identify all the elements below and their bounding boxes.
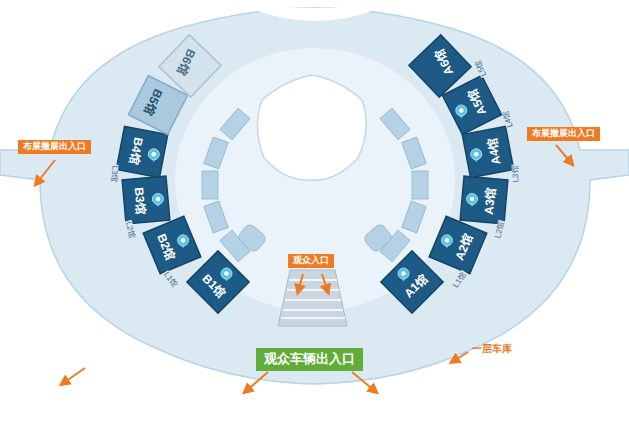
entrance-tag: 观众入口: [288, 254, 334, 268]
pin-icon: [221, 268, 232, 282]
pin-icon: [456, 105, 467, 119]
entrance-tag: 布展撤展出入口: [527, 127, 600, 141]
entrance-text: 观众入口: [293, 256, 329, 266]
hall-name: A3馆: [483, 186, 497, 214]
hall-name: B3馆: [133, 186, 147, 214]
pin-icon: [148, 149, 159, 163]
level-label: L3馆: [511, 165, 520, 184]
level-label: L3馆: [110, 165, 119, 184]
garage-label: 一层车库: [472, 342, 512, 356]
pin-icon: [398, 268, 409, 282]
entrance-tag: 布展撤展出入口: [18, 140, 91, 154]
pin-icon: [467, 193, 478, 207]
entrance-text: 观众车辆出入口: [264, 352, 355, 366]
entrance-text: 布展撤展出入口: [532, 129, 595, 139]
pin-icon: [471, 149, 482, 163]
entrance-text: 布展撤展出入口: [23, 142, 86, 152]
pin-icon: [441, 235, 452, 249]
pin-icon: [152, 193, 163, 207]
pin-icon: [178, 235, 189, 249]
vehicle-entrance-box: 观众车辆出入口: [256, 348, 363, 371]
